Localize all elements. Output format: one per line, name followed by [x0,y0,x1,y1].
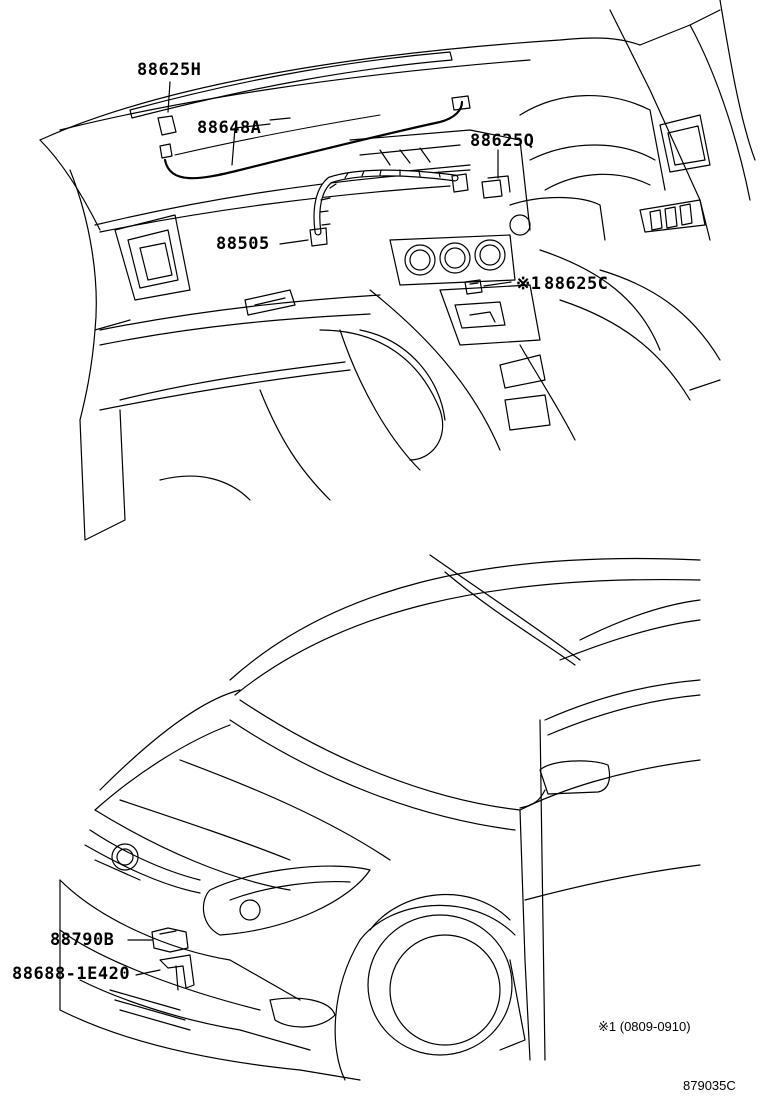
part-label-88625q: 88625Q [470,131,535,151]
part-label-88625c-mark: ※1 [516,274,542,294]
dashboard-illustration [39,0,756,541]
part-label-88648a: 88648A [197,118,262,138]
figure-code: 879035C [683,1078,736,1093]
part-label-88625c: 88625C [544,274,609,294]
car-front-illustration [59,554,701,1081]
part-label-88505: 88505 [216,234,270,254]
part-label-88790b: 88790B [50,930,115,950]
part-label-88688-1e420: 88688-1E420 [12,964,131,984]
part-label-88625h: 88625H [137,60,202,80]
footnote: ※1 (0809-0910) [598,1019,691,1034]
